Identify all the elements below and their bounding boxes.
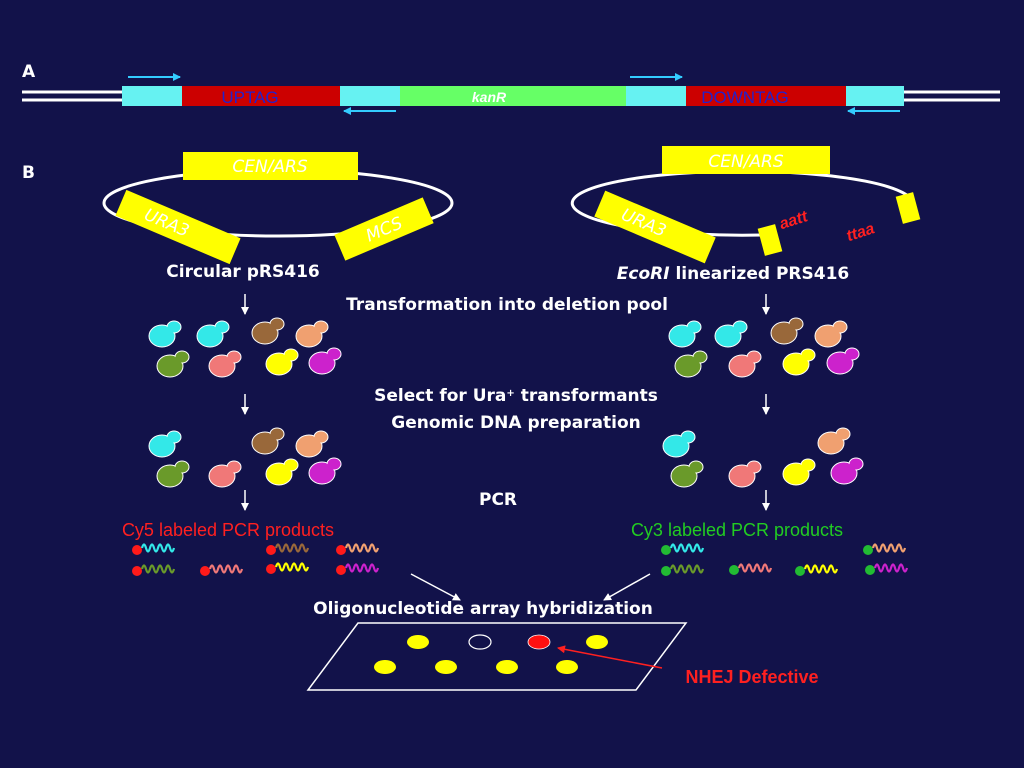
- yeast-cell-salmon: [817, 427, 851, 455]
- pcr-product-yellow: [795, 564, 839, 576]
- array-spot: [556, 660, 578, 674]
- pcr-product-salmon: [863, 543, 907, 555]
- pcr-product-magenta: [336, 563, 380, 575]
- pcr-product-cyan: [132, 543, 176, 555]
- yeast-cell-cyan: [714, 320, 748, 348]
- nhej-defective-label: NHEJ Defective: [685, 667, 818, 687]
- panel-a-label: A: [22, 62, 36, 82]
- pcr-products: [132, 543, 909, 576]
- cen-ars-box-right: [662, 146, 830, 174]
- yeast-cell-magenta: [826, 347, 860, 375]
- yeast-cell-cyan: [196, 320, 230, 348]
- caption-rest: linearized PRS416: [670, 264, 850, 284]
- kanr-segment: [400, 86, 626, 106]
- array-spot: [407, 635, 429, 649]
- pcr-product-olive: [661, 564, 705, 576]
- flow-arrows: [241, 294, 770, 601]
- array-spot: [586, 635, 608, 649]
- pcr-product-pink: [200, 564, 244, 576]
- caption-enzyme: EcoRI: [617, 264, 670, 284]
- yeast-cell-olive: [156, 460, 190, 488]
- circular-plasmid-caption: Circular pRS416: [166, 262, 319, 282]
- cen-ars-label-right: CEN/ARS: [708, 152, 783, 172]
- yeast-cell-magenta: [308, 347, 342, 375]
- yeast-cell-pink: [728, 350, 762, 378]
- cut-end-right: [895, 192, 921, 224]
- uptag-segment: [182, 86, 340, 106]
- overhang-ttaa: ttaa: [844, 220, 876, 245]
- yeast-cell-salmon: [295, 430, 329, 458]
- primer-site-right: [626, 86, 686, 106]
- overhang-aatt: aatt: [777, 208, 810, 233]
- cy3-products-label: Cy3 labeled PCR products: [631, 520, 843, 540]
- yeast-cell-cyan: [148, 320, 182, 348]
- yeast-cell-olive: [674, 350, 708, 378]
- pcr-product-cyan: [661, 543, 705, 555]
- yeast-cell-yellow: [265, 348, 299, 376]
- array-slide: [306, 622, 688, 691]
- ura3-box-right: [594, 190, 716, 264]
- cen-ars-label-left: CEN/ARS: [232, 157, 307, 177]
- step-pcr: PCR: [479, 490, 517, 510]
- array-spot: [374, 660, 396, 674]
- pcr-product-brown: [266, 543, 310, 555]
- yeast-cell-olive: [156, 350, 190, 378]
- step-hybridization: Oligonucleotide array hybridization: [313, 599, 653, 619]
- panel-b-label: B: [22, 163, 35, 183]
- kanr-label: kanR: [472, 89, 507, 105]
- cut-end-left: [757, 224, 783, 256]
- yeast-cell-pink: [208, 350, 242, 378]
- pcr-product-magenta: [865, 563, 909, 575]
- yeast-cell-magenta: [830, 457, 864, 485]
- flank-left: [122, 86, 182, 106]
- mcs-box: [334, 197, 434, 261]
- step-select: Select for Ura+ transformants: [374, 386, 658, 406]
- array-spot-empty: [468, 634, 492, 650]
- array-spot: [435, 660, 457, 674]
- pcr-product-olive: [132, 564, 176, 576]
- yeast-cell-magenta: [308, 457, 342, 485]
- cy5-products-label: Cy5 labeled PCR products: [122, 520, 334, 540]
- linearized-plasmid: CEN/ARS URA3 aatt ttaa EcoRI linearized …: [570, 146, 921, 284]
- yeast-cell-cyan: [662, 430, 696, 458]
- yeast-cell-pink: [208, 460, 242, 488]
- uptag-label: UPTAG: [221, 88, 278, 107]
- cassette-diagram: UPTAG kanR DOWNTAG: [22, 73, 1000, 115]
- step-transformation: Transformation into deletion pool: [346, 295, 668, 315]
- circular-plasmid: CEN/ARS URA3 MCS Circular pRS416: [102, 152, 454, 282]
- yeast-cell-brown: [251, 427, 285, 455]
- ura3-box-left: [115, 189, 241, 265]
- pcr-product-pink: [729, 563, 773, 575]
- oligo-array: NHEJ Defective: [306, 622, 819, 691]
- array-spot-red: [527, 634, 551, 650]
- yeast-cell-cyan: [148, 430, 182, 458]
- yeast-cell-salmon: [814, 320, 848, 348]
- yeast-cell-olive: [670, 460, 704, 488]
- yeast-cell-brown: [251, 317, 285, 345]
- pcr-product-salmon: [336, 543, 380, 555]
- step-genomic-dna: Genomic DNA preparation: [391, 413, 641, 433]
- pcr-product-yellow: [266, 562, 310, 574]
- linearized-plasmid-caption: EcoRI linearized PRS416: [617, 264, 849, 284]
- primer-site-left: [340, 86, 400, 106]
- nhej-pointer-arrow: [557, 645, 663, 669]
- cen-ars-box-left: [183, 152, 358, 180]
- yeast-cell-yellow: [265, 458, 299, 486]
- yeast-cell-cyan: [668, 320, 702, 348]
- downtag-segment: [686, 86, 846, 106]
- flank-right: [846, 86, 904, 106]
- yeast-cell-salmon: [295, 320, 329, 348]
- yeast-cell-yellow: [782, 348, 816, 376]
- yeast-cell-yellow: [782, 458, 816, 486]
- downtag-label: DOWNTAG: [701, 88, 789, 107]
- array-spot: [496, 660, 518, 674]
- yeast-cell-brown: [770, 317, 804, 345]
- yeast-pools: [148, 317, 864, 488]
- yeast-cell-pink: [728, 460, 762, 488]
